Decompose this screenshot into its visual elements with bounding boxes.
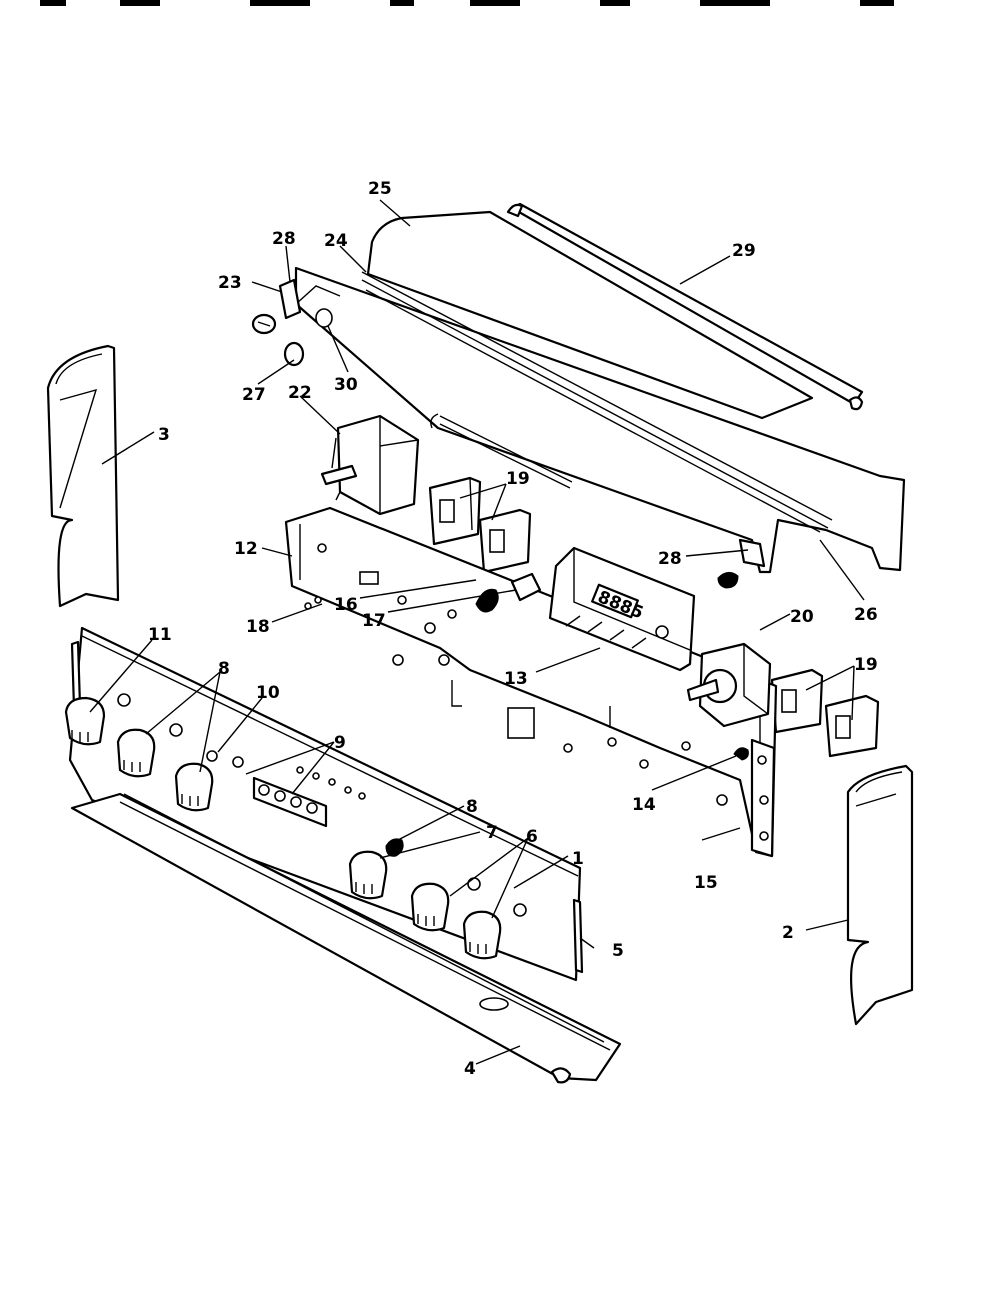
- clock-module[interactable]: 8885: [548, 546, 696, 672]
- scan-artifact: [40, 0, 66, 6]
- label-5: 5: [612, 941, 624, 961]
- label-6b: 6: [526, 827, 538, 847]
- label-2: 2: [782, 923, 794, 943]
- indicator-light[interactable]: [475, 572, 542, 613]
- timer-motor[interactable]: [320, 414, 420, 516]
- scan-artifact: [120, 0, 160, 6]
- label-19b: 19: [854, 655, 878, 675]
- switch-block[interactable]: [770, 668, 824, 734]
- label-13: 13: [504, 669, 528, 689]
- control-knob[interactable]: [64, 696, 106, 746]
- label-25: 25: [368, 179, 392, 199]
- label-29: 29: [732, 241, 756, 261]
- label-12: 12: [234, 539, 258, 559]
- label-8a: 8: [218, 659, 230, 679]
- label-22: 22: [288, 383, 312, 403]
- backsplash-panel[interactable]: [294, 266, 906, 574]
- switch-block[interactable]: [824, 694, 880, 758]
- switch-block[interactable]: [428, 476, 482, 546]
- leader-lines: [89, 199, 865, 1065]
- scan-artifact: [390, 0, 414, 6]
- label-19a: 19: [506, 469, 530, 489]
- label-14: 14: [632, 795, 656, 815]
- scan-artifact: [860, 0, 894, 6]
- knob-insert[interactable]: [385, 838, 404, 857]
- side-bracket[interactable]: [733, 738, 776, 858]
- label-27: 27: [242, 385, 266, 405]
- label-26b: 26: [854, 605, 878, 625]
- part-labels: 25 24 28 29 23 30 27 22 3 19 28 12 16 26…: [148, 179, 878, 1079]
- control-knob[interactable]: [174, 762, 214, 812]
- scan-artifact: [600, 0, 630, 6]
- control-panel-front[interactable]: [68, 626, 582, 982]
- fluorescent-tube[interactable]: [506, 202, 864, 411]
- lamp-lens[interactable]: [366, 210, 814, 420]
- left-end-cap[interactable]: [46, 344, 120, 608]
- label-16: 16: [334, 595, 358, 615]
- switch-block[interactable]: [478, 508, 532, 574]
- label-1: 1: [572, 849, 584, 869]
- control-knob[interactable]: [348, 850, 388, 900]
- label-8b: 8: [466, 797, 478, 817]
- label-17: 17: [362, 611, 386, 631]
- label-28: 28: [272, 229, 296, 249]
- label-15: 15: [694, 873, 718, 893]
- label-24: 24: [324, 231, 348, 251]
- label-4: 4: [464, 1059, 476, 1079]
- scan-artifact: [250, 0, 310, 6]
- control-knob[interactable]: [462, 910, 502, 960]
- lampholder-right[interactable]: [717, 538, 766, 589]
- right-end-cap[interactable]: [846, 764, 914, 1026]
- label-3: 3: [158, 425, 170, 445]
- trim-strip[interactable]: [70, 792, 622, 1084]
- control-knob[interactable]: [410, 882, 450, 932]
- label-7: 7: [486, 823, 498, 843]
- label-20: 20: [790, 607, 814, 627]
- spacer-strip[interactable]: [572, 898, 584, 974]
- scan-artifact: [470, 0, 520, 6]
- label-9: 9: [334, 733, 346, 753]
- label-28b: 28: [658, 549, 682, 569]
- label-18: 18: [246, 617, 270, 637]
- scan-artifact: [700, 0, 770, 6]
- label-30: 30: [334, 375, 358, 395]
- label-23: 23: [218, 273, 242, 293]
- label-11: 11: [148, 625, 172, 645]
- label-10: 10: [256, 683, 280, 703]
- control-knob[interactable]: [116, 728, 156, 778]
- thermostat[interactable]: [686, 642, 772, 728]
